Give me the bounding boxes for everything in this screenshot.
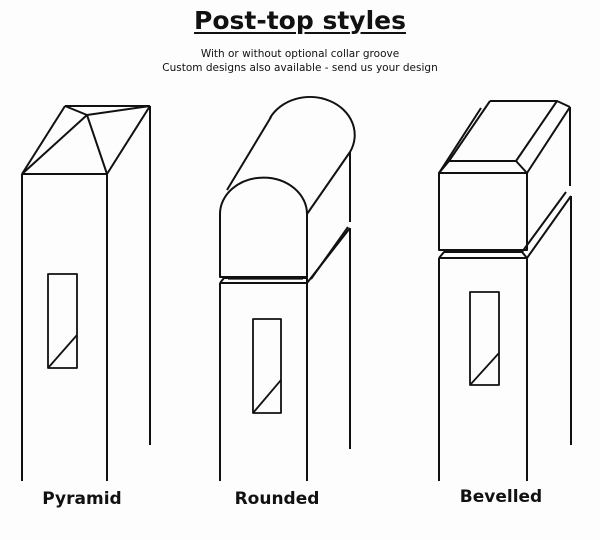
subtitle-collar-groove: With or without optional collar groove — [200, 48, 400, 60]
label-pyramid: Pyramid — [42, 489, 122, 509]
page-title: Post-top styles — [0, 6, 600, 35]
subtitle-custom-designs: Custom designs also available - send us … — [162, 62, 438, 74]
title-text: Post-top styles — [194, 6, 406, 35]
label-bevelled: Bevelled — [459, 487, 543, 507]
label-rounded: Rounded — [234, 489, 320, 509]
bevelled-post-illustration — [438, 100, 572, 481]
rounded-post-illustration — [219, 95, 356, 481]
pyramid-post-illustration — [21, 105, 151, 481]
